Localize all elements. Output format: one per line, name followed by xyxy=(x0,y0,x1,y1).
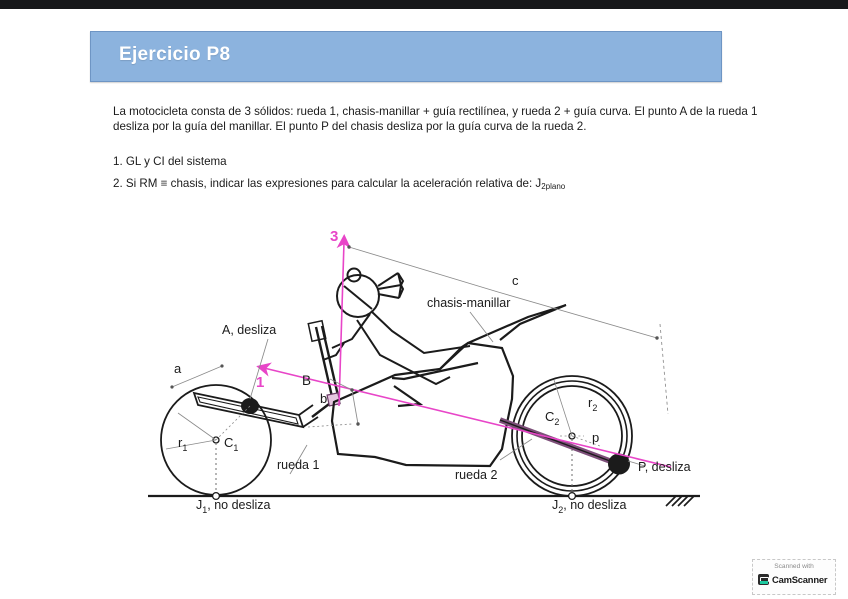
leader-lines xyxy=(249,246,669,475)
label-point-a: A, desliza xyxy=(222,323,276,337)
dim-a-end-left xyxy=(170,385,174,389)
steering-column xyxy=(307,319,341,418)
label-radius-1: r1 xyxy=(178,435,187,453)
rear-wheel-dimensions xyxy=(553,379,601,447)
label-axis-1: 1 xyxy=(256,374,264,391)
label-contact-1: J1, no desliza xyxy=(196,498,271,515)
dim-c-end-right xyxy=(655,336,659,340)
label-dim-a: a xyxy=(174,361,182,376)
dim-b-end-top xyxy=(350,388,354,392)
dim-a-end-right xyxy=(220,364,224,368)
rider-figure xyxy=(322,267,471,386)
label-point-b: B xyxy=(302,373,311,388)
label-wheel-1: rueda 1 xyxy=(277,458,319,472)
top-black-bar xyxy=(0,0,848,9)
ground-line xyxy=(148,494,700,507)
label-axis-3: 3 xyxy=(330,228,338,245)
sliding-link-p xyxy=(499,417,630,475)
watermark-line-2: CamScanner xyxy=(772,574,828,585)
question-item-2-subscript: 2plano xyxy=(541,182,566,191)
dim-c-end-left xyxy=(347,245,351,249)
problem-statement: La motocicleta consta de 3 sólidos: rued… xyxy=(113,105,758,134)
chassis-tail xyxy=(467,303,567,345)
label-point-p: P, desliza xyxy=(638,460,691,474)
scanned-page: Ejercicio P8 La motocicleta consta de 3 … xyxy=(0,9,848,599)
label-dim-b: b xyxy=(320,391,327,406)
chassis-body xyxy=(330,341,515,468)
question-item-2: 2. Si RM ≡ chasis, indicar las expresion… xyxy=(113,176,759,194)
label-chassis: chasis-manillar xyxy=(427,296,510,310)
label-center-2: C2 xyxy=(545,409,559,427)
label-dim-c: c xyxy=(512,273,519,288)
straight-guide-rail xyxy=(192,391,319,429)
label-dim-p: p xyxy=(592,430,599,445)
label-center-1: C1 xyxy=(224,435,238,453)
camscanner-watermark: Scanned with CamScanner xyxy=(752,559,836,595)
camscanner-logo-icon xyxy=(758,574,769,585)
rear-wheel xyxy=(511,375,633,501)
magenta-axes xyxy=(256,234,672,468)
mechanism-diagram: 3 1 A, desliza B a b c p r1 C1 r2 C2 rue… xyxy=(148,228,700,515)
dim-b-end-bottom xyxy=(356,422,360,426)
front-wheel xyxy=(160,384,272,501)
question-item-1: 1. GL y CI del sistema xyxy=(113,155,227,168)
page-title: Ejercicio P8 xyxy=(119,44,231,65)
label-radius-2: r2 xyxy=(588,395,597,413)
axis-3-line xyxy=(336,234,352,407)
question-item-2-text: 2. Si RM ≡ chasis, indicar las expresion… xyxy=(113,177,542,190)
title-banner: Ejercicio P8 xyxy=(90,31,722,82)
label-wheel-2: rueda 2 xyxy=(455,468,497,482)
watermark-line-1: Scanned with xyxy=(774,563,814,570)
label-contact-2: J2, no desliza xyxy=(552,498,627,515)
axis-1-line xyxy=(256,362,672,468)
front-wheel-dimensions xyxy=(165,365,251,450)
